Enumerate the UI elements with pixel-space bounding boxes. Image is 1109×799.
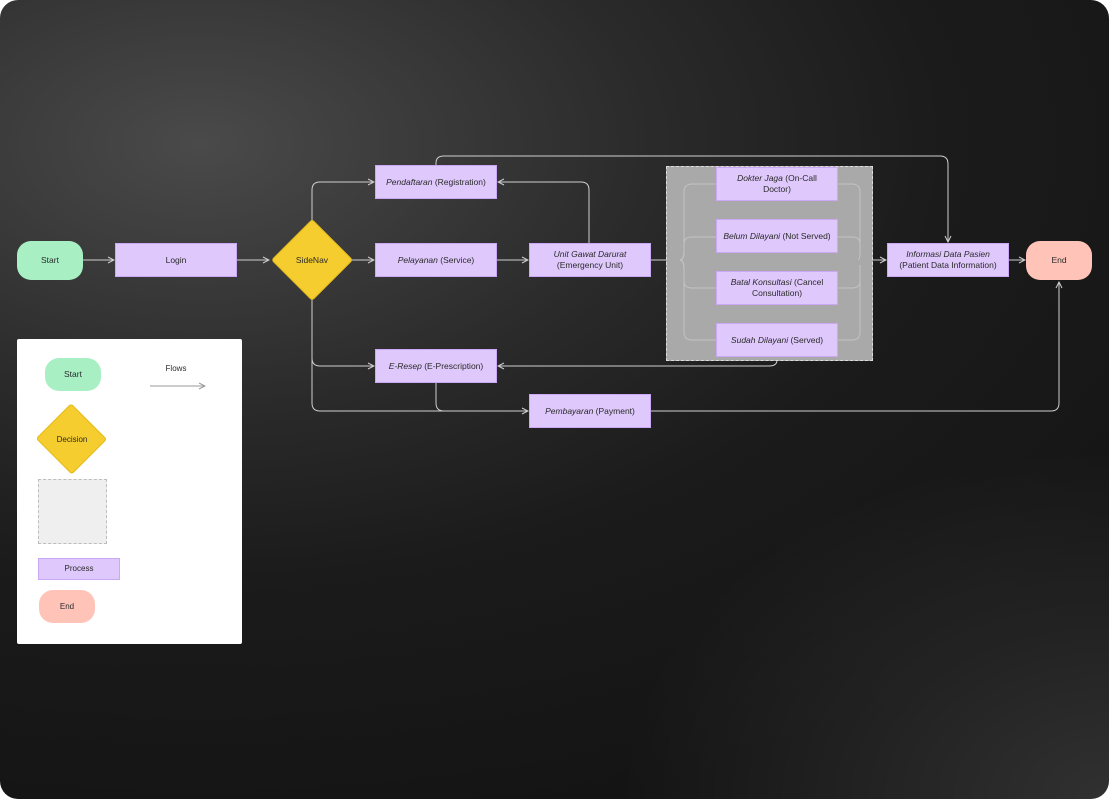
emergency-unit-node: Unit Gawat Darurat (Emergency Unit) xyxy=(529,243,651,277)
cancel-consultation-node: Batal Konsultasi (Cancel Consultation) xyxy=(716,271,838,305)
legend-start-label: Start xyxy=(64,369,82,380)
sidenav-label: SideNav xyxy=(295,255,329,265)
legend-group-placeholder xyxy=(38,479,107,544)
cancel-label-id: Batal Konsultasi xyxy=(730,277,792,288)
payment-label-en: (Payment) xyxy=(593,405,635,416)
oncall-doctor-node: Dokter Jaga (On-Call Doctor) xyxy=(716,167,838,201)
service-label-en: (Service) xyxy=(437,254,475,265)
start-node: Start xyxy=(17,241,83,280)
arrow-payment-end xyxy=(651,282,1059,412)
arrow-registration-patientinfo xyxy=(435,155,948,242)
arrow-sidenav-registration xyxy=(311,182,374,222)
patientinfo-label-id: Informasi Data Pasien xyxy=(906,249,990,260)
legend-process-node: Process xyxy=(38,558,120,580)
legend-end-label: End xyxy=(59,601,75,611)
legend-end-node: End xyxy=(39,590,95,623)
arrow-prescription-payment xyxy=(435,383,528,412)
not-served-node: Belum Dilayani (Not Served) xyxy=(716,219,838,253)
prescription-label-en: (E-Prescription) xyxy=(421,360,484,371)
legend-process-label: Process xyxy=(64,564,94,573)
registration-label-id: Pendaftaran xyxy=(386,176,433,187)
login-node: Login xyxy=(115,243,237,277)
served-node: Sudah Dilayani (Served) xyxy=(716,323,838,357)
arrow-emergency-registration xyxy=(498,182,590,243)
payment-node: Pembayaran (Payment) xyxy=(529,394,651,428)
payment-label-id: Pembayaran xyxy=(545,405,594,416)
service-label-id: Pelayanan xyxy=(397,254,438,265)
patient-info-node: Informasi Data Pasien (Patient Data Info… xyxy=(887,243,1009,277)
legend-decision: Decision xyxy=(36,403,108,475)
served-label-en: (Served) xyxy=(788,334,824,345)
registration-node: Pendaftaran (Registration) xyxy=(375,165,497,199)
legend-start-node: Start xyxy=(45,358,101,391)
registration-label-en: (Registration) xyxy=(432,176,486,187)
emergency-label-en: (Emergency Unit) xyxy=(556,260,624,270)
served-label-id: Sudah Dilayani xyxy=(730,334,789,345)
prescription-node: E-Resep (E-Prescription) xyxy=(375,349,497,383)
sidenav-decision: SideNav xyxy=(270,218,354,302)
notserved-label-id: Belum Dilayani xyxy=(723,230,781,241)
patientinfo-label-en: (Patient Data Information) xyxy=(899,260,997,270)
cancel-label-en: (Cancel Consultation) xyxy=(751,277,824,298)
start-label: Start xyxy=(41,255,59,266)
service-node: Pelayanan (Service) xyxy=(375,243,497,277)
end-label: End xyxy=(1051,255,1067,266)
prescription-label-id: E-Resep xyxy=(388,360,422,371)
oncall-label-en: (On-Call Doctor) xyxy=(763,173,817,194)
legend-flows-text: Flows xyxy=(165,364,187,373)
arrow-sidenav-payment xyxy=(311,358,528,411)
legend-flows-label: Flows xyxy=(150,362,202,376)
emergency-label-id: Unit Gawat Darurat xyxy=(553,249,627,260)
end-node: End xyxy=(1026,241,1092,280)
notserved-label-en: (Not Served) xyxy=(780,230,831,241)
oncall-label-id: Dokter Jaga xyxy=(737,173,783,184)
legend-decision-label: Decision xyxy=(56,434,88,444)
login-label: Login xyxy=(165,254,187,265)
